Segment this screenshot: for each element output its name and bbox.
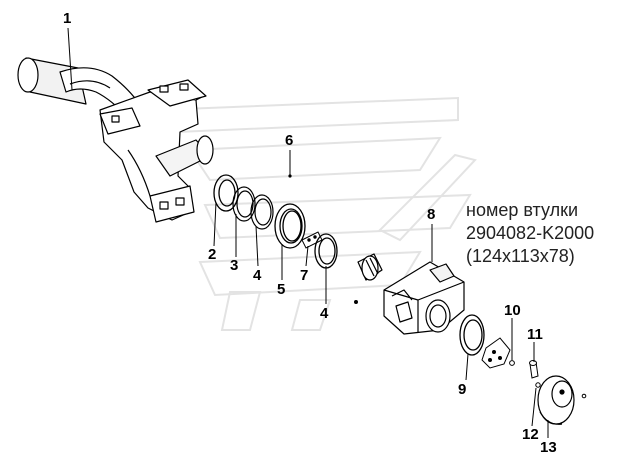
callout-1: 1 — [63, 10, 72, 27]
callout-4b: 4 — [320, 305, 329, 322]
part-13-cap — [537, 375, 575, 425]
part-4-ring — [250, 194, 274, 230]
part-11-bolt — [529, 360, 539, 379]
callout-10: 10 — [504, 302, 521, 319]
part-3-washer — [232, 186, 256, 222]
part-5-bushing — [274, 203, 306, 249]
note-line-1: номер втулки — [466, 200, 578, 220]
note-line-2: 2904082-K2000 — [466, 223, 595, 243]
part-9-ring — [459, 314, 485, 356]
part-1-knuckle — [17, 57, 214, 223]
callout-4: 4 — [253, 267, 262, 284]
callout-11: 11 — [527, 326, 543, 343]
callout-13: 13 — [540, 439, 557, 456]
hub-flange — [481, 337, 511, 369]
leader-lines — [67, 27, 549, 438]
part-12-screw — [535, 382, 541, 388]
callout-3: 3 — [230, 257, 239, 274]
callout-7: 7 — [300, 267, 309, 284]
note-line-3: (124x113x78) — [466, 246, 575, 266]
part-10-pin — [509, 360, 515, 366]
callout-6: 6 — [285, 132, 294, 149]
part-4b-ring — [314, 233, 338, 269]
callout-2: 2 — [208, 246, 217, 263]
callout-5: 5 — [277, 281, 286, 298]
cap-screw-dot — [581, 393, 587, 399]
part-2-ring — [213, 174, 239, 212]
callout-12: 12 — [522, 426, 539, 443]
part-8-bracket — [354, 253, 465, 335]
callout-9: 9 — [458, 381, 467, 398]
callout-8: 8 — [427, 206, 436, 223]
